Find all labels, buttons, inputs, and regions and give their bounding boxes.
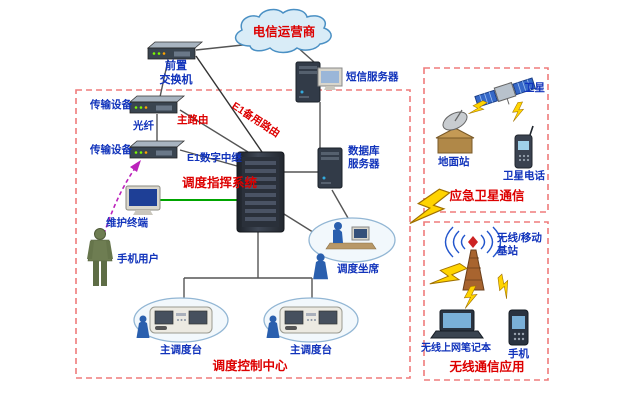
database-server-icon <box>317 147 343 189</box>
wireless-phone-label: 手机 <box>508 348 529 360</box>
console-icon <box>149 306 213 334</box>
dispatch-seat-icon <box>325 222 377 250</box>
db-server-label: 数据库 服务器 <box>348 145 380 171</box>
transmission-switch-icon <box>129 95 185 114</box>
transmission2-label: 传输设备 <box>90 144 132 156</box>
satellite-phone-icon <box>514 125 534 169</box>
front-switch-icon <box>147 41 203 60</box>
sms-server-icon <box>295 61 343 103</box>
main-route-label: 主路由 <box>177 114 209 126</box>
base-station-label: 无线/移动 基站 <box>497 232 542 258</box>
sms-server-label: 短信服务器 <box>346 71 399 83</box>
maintenance-label: 维护终端 <box>106 217 148 229</box>
cloud-shape <box>234 8 332 54</box>
e1-digital-label: E1数字中继 <box>187 152 242 164</box>
control-center-title: 调度控制中心 <box>212 359 288 373</box>
satellite-label: 卫星 <box>524 82 545 94</box>
satcom-title: 应急卫星通信 <box>449 189 525 203</box>
mobile-phone-icon <box>508 309 529 346</box>
laptop-icon <box>430 309 484 339</box>
server-rack-icon <box>236 151 285 233</box>
satcom-box <box>423 67 549 213</box>
base-station-icon <box>444 226 502 291</box>
transmission-switch-icon <box>129 140 185 159</box>
ground-station-icon <box>435 109 475 154</box>
satellite-icon <box>474 77 537 108</box>
purple-dashed-arrow <box>103 160 141 235</box>
fiber-label: 光纤 <box>133 120 154 132</box>
dispatch-center-box <box>75 89 411 379</box>
console1-label: 主调度台 <box>160 344 202 356</box>
wireless-box <box>423 221 549 381</box>
console2-label: 主调度台 <box>290 344 332 356</box>
dispatch-system-label: 调度指挥系统 <box>182 176 258 190</box>
wireless-title: 无线通信应用 <box>449 360 525 374</box>
dispatch-seat-label: 调度坐席 <box>337 263 379 275</box>
transmission1-label: 传输设备 <box>90 99 132 111</box>
satellite-phone-label: 卫星电话 <box>503 170 545 182</box>
front-switch-label: 前置 交换机 <box>159 60 193 86</box>
soldier-icon <box>87 228 113 286</box>
maintenance-monitor-icon <box>125 185 161 215</box>
console-icon <box>279 306 343 334</box>
cloud-label: 电信运营商 <box>252 25 316 39</box>
ground-station-label: 地面站 <box>438 156 470 168</box>
wireless-laptop-label: 无线上网笔记本 <box>421 343 491 354</box>
mobile-user-label: 手机用户 <box>117 253 159 265</box>
